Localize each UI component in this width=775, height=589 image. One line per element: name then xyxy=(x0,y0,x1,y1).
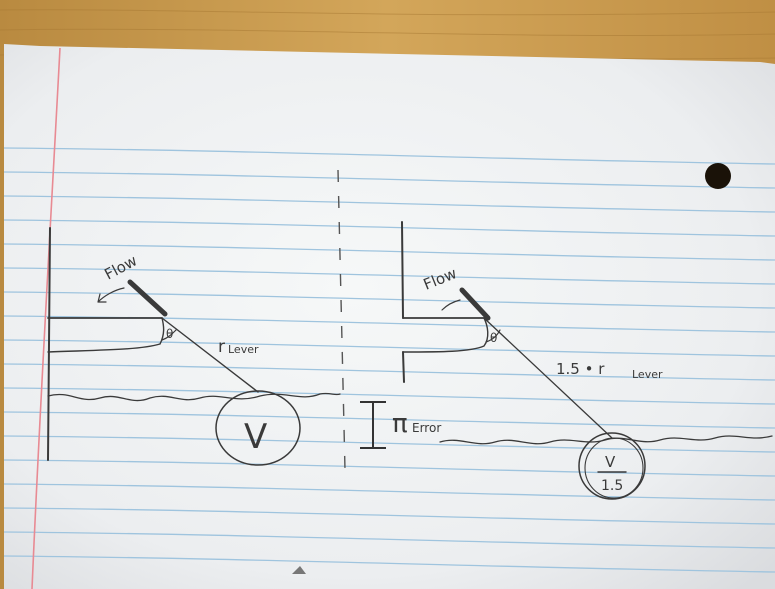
right-lever-label-sub: Lever xyxy=(632,368,663,381)
right-wall-upper xyxy=(402,222,403,318)
left-lever-label-main: r xyxy=(218,337,225,357)
paper-sheet xyxy=(4,44,775,589)
binder-hole xyxy=(705,163,731,189)
left-angle-label: θ xyxy=(166,327,173,341)
left-lever-label-sub: Lever xyxy=(228,343,259,356)
right-float-numerator: V xyxy=(605,453,616,471)
right-lever-label-prefix: 1.5 • r xyxy=(556,360,605,378)
left-float-label: V xyxy=(244,417,267,457)
error-label-sub: Error xyxy=(412,421,441,435)
error-label-main: π xyxy=(392,409,408,439)
right-float-denominator: 1.5 xyxy=(601,478,623,494)
right-wall-lower xyxy=(403,352,404,382)
right-angle-label: θ xyxy=(490,331,497,345)
